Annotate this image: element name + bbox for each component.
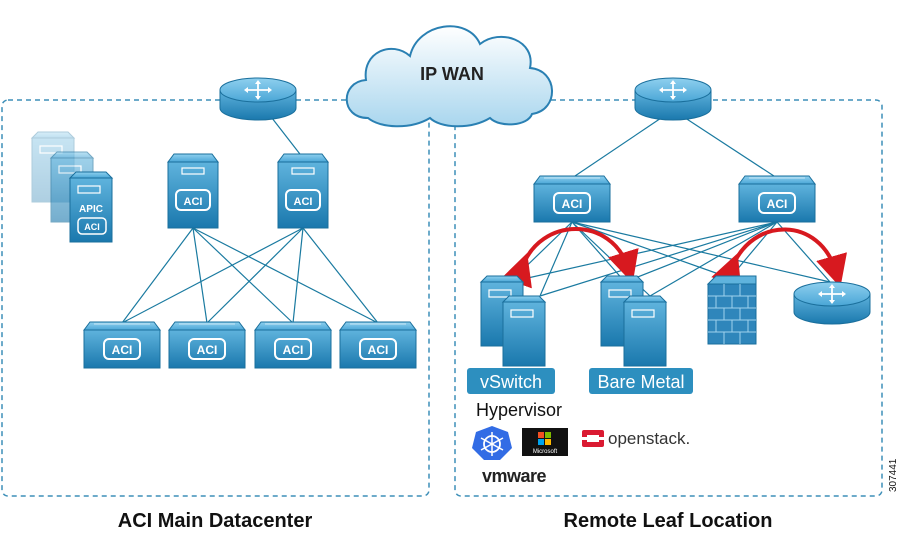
main-spine-2-icon	[277, 153, 329, 229]
main-dc-title: ACI Main Datacenter	[118, 510, 313, 532]
microsoft-label: Microsoft	[533, 449, 558, 455]
main-dc-border	[1, 99, 430, 497]
vswitch-server-front-icon	[502, 295, 546, 367]
kubernetes-icon	[472, 426, 512, 460]
firewall-icon	[706, 275, 757, 345]
main-spine-1-icon	[167, 153, 219, 229]
vswitch-box	[467, 368, 555, 394]
main-leaf-1-icon	[83, 321, 161, 369]
remote-title: Remote Leaf Location	[564, 510, 773, 532]
remote-leaf-1-icon	[533, 175, 611, 223]
openstack-icon	[582, 430, 604, 447]
vmware-label: vmware	[482, 466, 547, 486]
cloud-label: IP WAN	[420, 64, 484, 84]
microsoft-windows-icon: Microsoft	[522, 428, 568, 456]
ip-wan-cloud: IP WAN	[345, 25, 553, 128]
remote-router-icon	[634, 77, 712, 121]
baremetal-box	[589, 368, 693, 394]
hypervisor-label: Hypervisor	[476, 400, 562, 420]
apic-label: APIC	[79, 204, 103, 215]
main-leaf-4-icon	[339, 321, 417, 369]
remote-leaf-2-icon	[738, 175, 816, 223]
apic-cluster: APIC ACI	[31, 131, 113, 243]
remote-edge-router-icon	[793, 281, 871, 325]
main-dc-router-icon	[219, 77, 297, 121]
redundancy-arrows	[501, 227, 847, 289]
main-dc-links	[121, 99, 379, 324]
vswitch-label: vSwitch	[480, 372, 542, 392]
figure-id: 307441	[888, 458, 899, 492]
baremetal-label: Bare Metal	[597, 372, 684, 392]
openstack-label: openstack.	[608, 429, 690, 448]
main-leaf-2-icon	[168, 321, 246, 369]
baremetal-server-front-icon	[623, 295, 667, 367]
apic-aci-label: ACI	[84, 222, 100, 232]
main-leaf-3-icon	[254, 321, 332, 369]
